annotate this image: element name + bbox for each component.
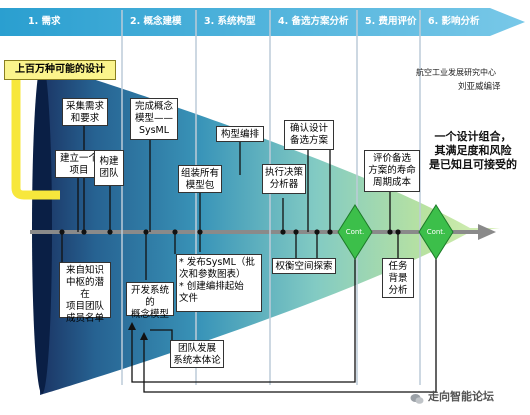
watermark-text: 走向智能论坛: [428, 390, 494, 403]
diamond-label: Cont.: [345, 228, 365, 236]
timeline-arrowhead: [478, 224, 496, 240]
box-tradespace: 权衡空间探索: [272, 258, 336, 274]
arrowhead: [128, 322, 136, 330]
box-lifecycle-cost: 评价备选 方案的寿命 周期成本: [364, 150, 420, 192]
phase-label-cost: 5. 费用评价: [365, 16, 417, 27]
decision-diamond: [418, 204, 454, 260]
watermark: 走向智能论坛: [410, 388, 494, 404]
phase-label-alternatives: 4. 备选方案分析: [278, 16, 349, 27]
box-team-members: 来自知识 中枢的潜在 项目团队 成员名单: [59, 262, 111, 324]
box-config-arrange: 构型编排: [216, 126, 264, 142]
box-task-background: 任务 背景 分析: [382, 258, 414, 298]
box-assemble-models: 组装所有 模型包: [178, 165, 222, 193]
box-collect-needs: 采集需求 和要求: [62, 98, 108, 126]
phase-label-impact: 6. 影响分析: [428, 16, 480, 27]
start-bracket: [11, 80, 60, 200]
phase-label-needs: 1. 需求: [28, 16, 61, 27]
box-sysml-model: 完成概念 模型—— SysML: [130, 98, 178, 140]
connectors: [61, 122, 437, 393]
box-exec-analyzer: 执行决策 分析器: [262, 164, 306, 194]
conclusion-text: 一个设计组合， 其满足度和风险 是已知且可接受的: [429, 130, 517, 171]
box-dev-concept-model: 开发系统的 概念模型: [126, 282, 174, 320]
wechat-icon: [410, 390, 424, 404]
credit-author: 刘亚威编译: [458, 82, 501, 92]
diamond-label: Cont.: [426, 228, 446, 236]
box-publish-sysml: * 发布SysML（批 次和参数图表） * 创建编排起始 文件: [176, 254, 262, 312]
start-box: 上百万种可能的设计: [4, 60, 116, 80]
phase-bar: [0, 8, 525, 36]
box-confirm-design: 确认设计 备选方案: [284, 120, 334, 150]
arrowhead: [140, 332, 148, 340]
box-build-team: 构建 团队: [94, 150, 124, 186]
credit-org: 航空工业发展研究中心: [416, 68, 496, 77]
timeline-dots: [59, 229, 401, 235]
phase-label-concept-modeling: 2. 概念建模: [130, 16, 182, 27]
phase-label-system-config: 3. 系统构型: [204, 16, 256, 27]
funnel-mouth: [32, 62, 52, 394]
decision-diamond: [337, 204, 373, 260]
box-team-dev: 团队发展 系统本体论: [170, 340, 224, 368]
